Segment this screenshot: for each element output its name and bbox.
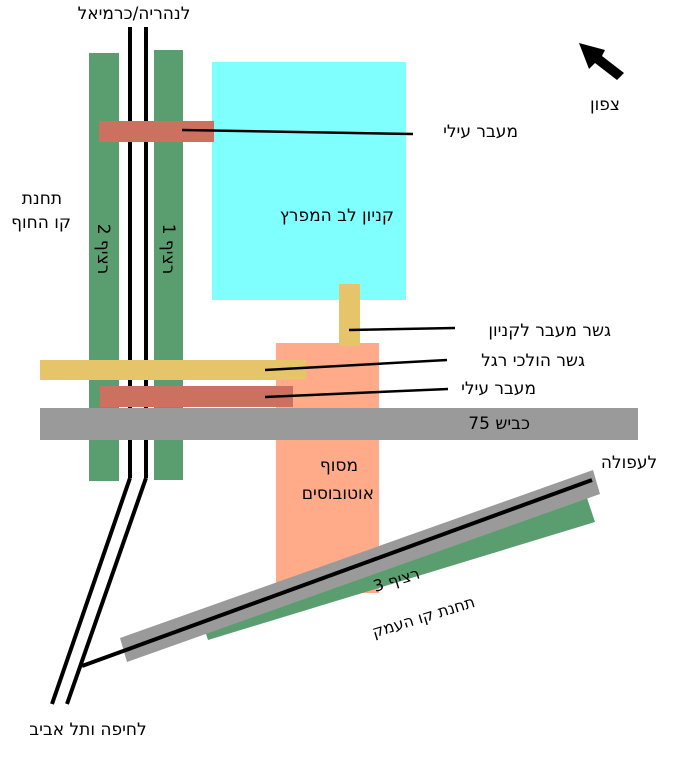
mall-bridge-connector [339, 284, 360, 346]
valley-rail [81, 478, 593, 668]
platform-3-strip [200, 498, 595, 640]
pedestrian-bridge [40, 360, 306, 380]
label-mall: קניון לב המפרץ [280, 206, 394, 226]
label-overpass-bottom: מעבר עילי [461, 379, 536, 399]
label-to-nahariya: לנהריה/כרמיאל [78, 4, 191, 24]
label-valley-station: תחנת קו העמק [370, 592, 477, 641]
label-platform-2: רציף 2 [93, 224, 113, 275]
label-north: צפון [590, 95, 620, 115]
label-to-afula: לעפולה [601, 453, 657, 473]
leader-overpass-bottom [264, 387, 449, 399]
label-mall-bridge: גשר מעבר לקניון [488, 321, 611, 341]
label-to-haifa-tlv: לחיפה ותל אביב [29, 720, 146, 740]
north-arrow-icon [579, 43, 624, 80]
label-coastal-station-2: קו החוף [11, 213, 71, 233]
label-road-75: כביש 75 [468, 414, 530, 434]
leader-pedestrian-bridge [264, 358, 448, 372]
bus-terminal-area [276, 343, 379, 593]
mall-area [212, 62, 406, 300]
label-platform-1: רציף 1 [158, 224, 178, 275]
coastal-rail-south-east [65, 477, 148, 705]
label-bus-terminal-1: מסוף [320, 456, 358, 476]
leader-mall-bridge [348, 326, 456, 332]
overpass-top [99, 121, 214, 142]
label-coastal-station-1: תחנת [22, 189, 62, 209]
road-75 [40, 408, 638, 440]
coastal-rail-south-west [50, 477, 132, 705]
leader-overpass-top [181, 128, 414, 136]
label-bus-terminal-2: אוטובוסים [302, 484, 374, 504]
label-pedestrian-bridge: גשר הולכי רגל [481, 351, 585, 371]
label-overpass-top: מעבר עילי [443, 122, 518, 142]
overpass-bottom [100, 386, 293, 407]
